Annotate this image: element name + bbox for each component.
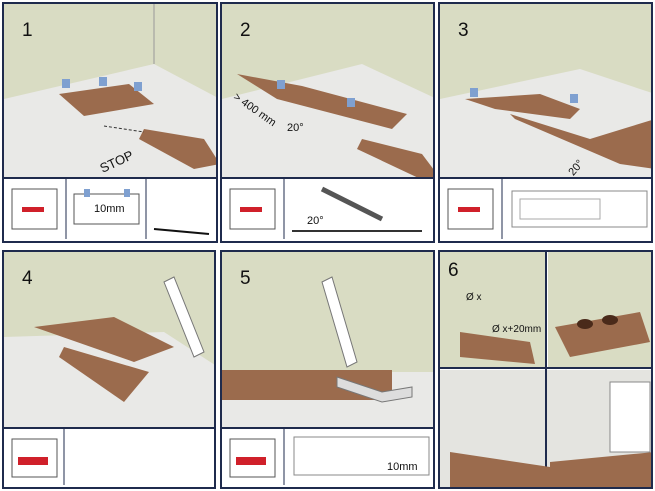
step-number: 5 [240, 268, 251, 289]
step-4-illustration [4, 252, 214, 402]
step-2-illustration [222, 4, 433, 182]
step-1-inset: 10mm [4, 177, 216, 241]
step-6-panel: 6 Ø x Ø x+20mm [438, 250, 653, 489]
step-3-illustration [440, 4, 651, 169]
step-2-inset: 20° [222, 177, 433, 241]
step-1-panel: 1 STOP 10mm [2, 2, 218, 243]
hole-diameter-label: Ø x+20mm [492, 324, 542, 335]
inset-angle-label: 20° [307, 215, 324, 227]
step-5-inset: 10mm [222, 427, 433, 487]
angle-label: 20° [287, 122, 304, 134]
step-number: 2 [240, 20, 251, 41]
gap-label: 10mm [387, 461, 418, 473]
step-4-inset [4, 427, 214, 487]
gap-label: 10mm [94, 203, 125, 215]
step-5-illustration [222, 252, 433, 403]
step-4-panel: 4 [2, 250, 216, 489]
step-number: 6 [448, 260, 459, 281]
step-number: 3 [458, 20, 469, 41]
step-number: 1 [22, 20, 33, 41]
step-number: 4 [22, 268, 33, 289]
step-3-panel: 3 20° [438, 2, 653, 243]
step-1-illustration [4, 4, 216, 169]
step-3-inset [440, 177, 651, 241]
pipe-diameter-label: Ø x [466, 292, 482, 303]
step-2-panel: 2 > 400 mm 20° 20° [220, 2, 435, 243]
step-5-panel: 5 10mm [220, 250, 435, 489]
step-6-illustration [440, 252, 651, 487]
